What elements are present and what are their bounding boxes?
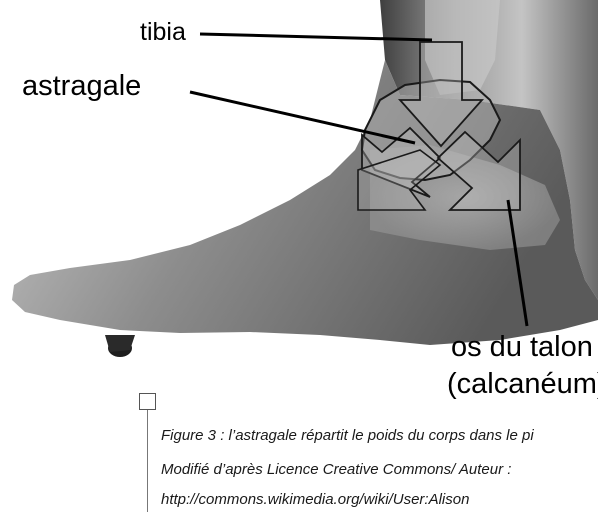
label-os-du-talon: os du talon — [451, 333, 593, 362]
label-astragale: astragale — [22, 72, 141, 101]
caption-figure-title: Figure 3 : l’astragale répartit le poids… — [161, 428, 534, 443]
caption-marker-stem — [147, 410, 148, 512]
caption-source-url: http://commons.wikimedia.org/wiki/User:A… — [161, 492, 469, 507]
label-tibia: tibia — [140, 20, 186, 45]
caption-source-license: Modifié d’après Licence Creative Commons… — [161, 462, 511, 477]
label-calcaneum: (calcanéum) — [447, 370, 598, 399]
caption-marker-box — [139, 393, 156, 410]
